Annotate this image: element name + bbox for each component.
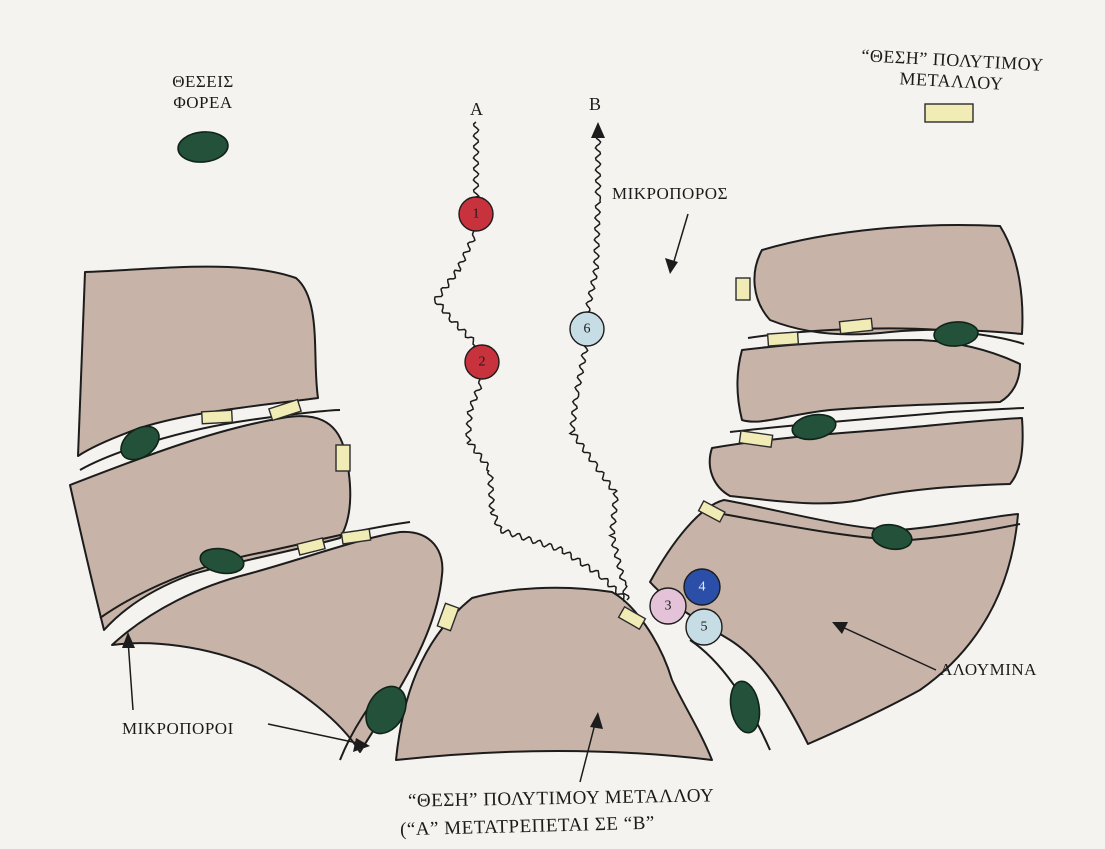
molecule-5-label: 5 <box>701 620 708 635</box>
molecule-4-label: 4 <box>699 580 706 595</box>
product-path-b <box>570 138 629 600</box>
micropore-label: ΜΙΚΡΟΠΟΡΟΣ <box>612 183 728 204</box>
micropore-arrow <box>672 214 688 268</box>
micropore-arrowhead <box>665 258 678 274</box>
micropores-label: ΜΙΚΡΟΠΟΡΟΙ <box>122 718 234 739</box>
micropores-arrow-up <box>128 640 133 710</box>
reactant-path-a <box>435 122 625 602</box>
alumina-grain-right-top <box>754 225 1022 334</box>
legend-carrier-label: ΘΕΣΕΙΣ ΦΟΡΕΑ <box>158 71 248 113</box>
molecule-5: 5 <box>686 609 722 645</box>
metal-site <box>336 445 350 471</box>
molecule-6: 6 <box>570 312 604 346</box>
legend-metal-symbol <box>925 104 973 122</box>
molecule-4: 4 <box>684 569 720 605</box>
path-b-label: B <box>589 94 602 115</box>
alumina-grain-right-3 <box>710 418 1023 503</box>
path-a-label: A <box>470 99 484 120</box>
molecule-3-label: 3 <box>665 599 672 614</box>
molecule-2-label: 2 <box>479 355 486 370</box>
alumina-label: ΑΛΟΥΜΙΝΑ <box>940 659 1037 680</box>
legend-carrier-line1: ΘΕΣΕΙΣ <box>158 71 248 92</box>
legend-carrier-line2: ΦΟΡΕΑ <box>158 92 248 113</box>
metal-site <box>202 410 233 424</box>
metal-site <box>839 318 872 333</box>
molecule-1-label: 1 <box>473 207 480 222</box>
molecule-3: 3 <box>650 588 686 624</box>
path-b-arrowhead <box>591 122 605 138</box>
molecule-1: 1 <box>459 197 493 231</box>
molecule-6-label: 6 <box>584 322 591 337</box>
alumina-grain-right-2 <box>738 340 1021 422</box>
legend-carrier-symbol <box>177 130 229 164</box>
metal-site <box>736 278 750 300</box>
molecule-2: 2 <box>465 345 499 379</box>
metal-site <box>768 332 799 346</box>
